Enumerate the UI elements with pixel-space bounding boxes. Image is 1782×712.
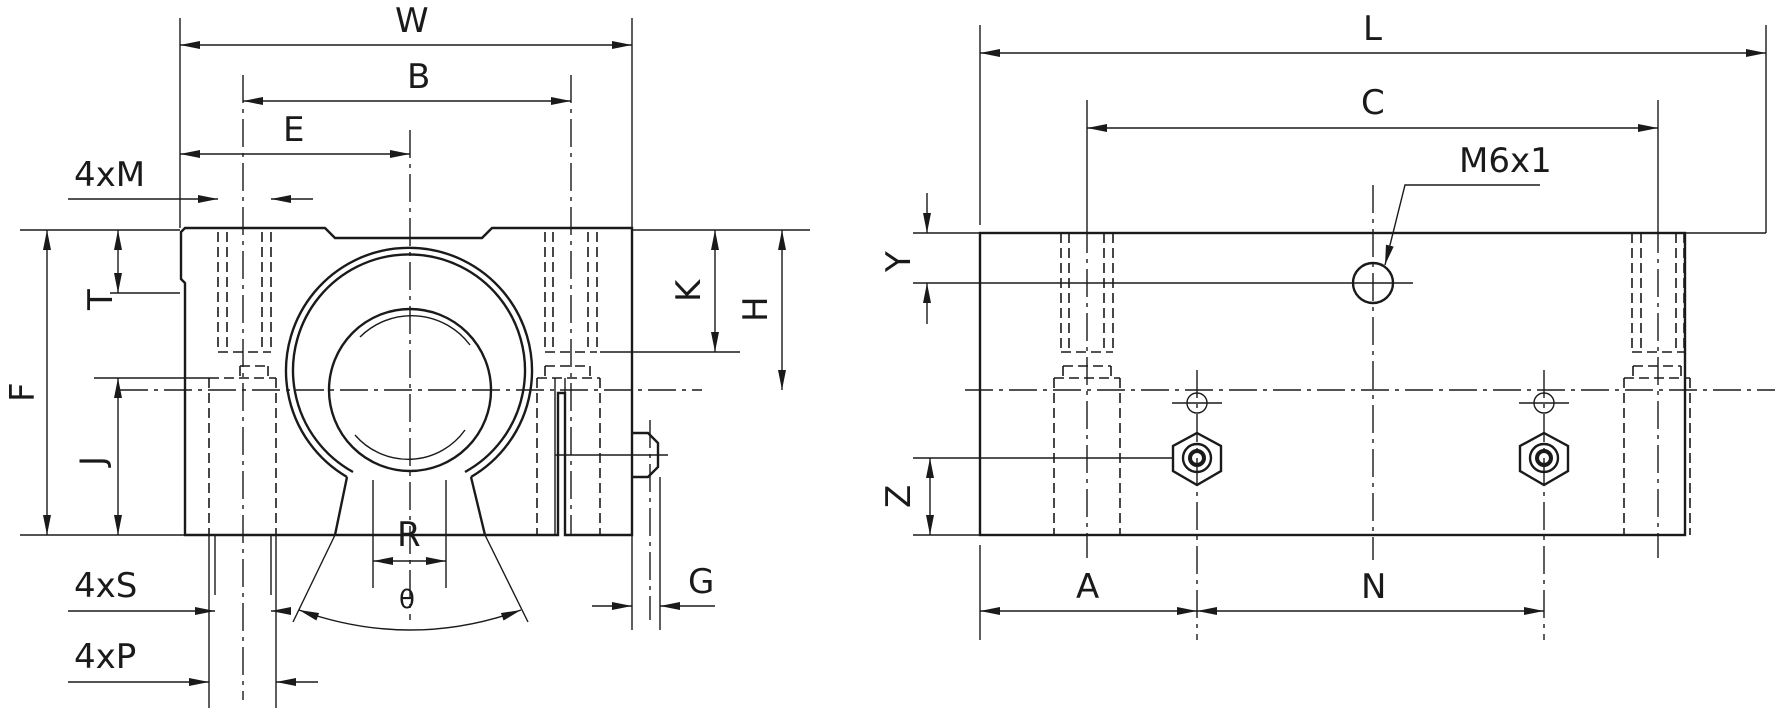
label-G: G (688, 562, 714, 602)
label-W: W (395, 1, 429, 41)
label-J: J (73, 456, 113, 468)
label-H: H (736, 296, 776, 322)
block-outline (978, 231, 1687, 537)
side-extension-lines (913, 25, 1767, 640)
label-4xS: 4xS (74, 566, 137, 606)
front-labels: W B E 4xM T K H F J R θ 4xS 4xP G (3, 1, 776, 677)
label-R: R (397, 515, 421, 555)
label-K: K (669, 278, 709, 302)
label-T: T (81, 289, 121, 311)
bearing-sleeve-lower (354, 429, 466, 461)
bearing-sleeve (359, 315, 471, 346)
through-holes (208, 365, 601, 535)
label-F: F (3, 382, 43, 402)
side-mounting-holes (1053, 233, 1691, 535)
label-B: B (407, 57, 430, 97)
side-labels: L C M6x1 Y Z A N (879, 9, 1552, 607)
upper-tapped-holes (217, 232, 598, 353)
label-Z: Z (879, 485, 919, 508)
side-centerlines (965, 185, 1775, 640)
label-M6x1: M6x1 (1459, 141, 1552, 181)
housing-outline (179, 226, 634, 537)
side-dimension-lines (923, 49, 1766, 615)
dim-theta-arc (298, 609, 522, 631)
front-dimension-lines (43, 41, 786, 686)
label-N: N (1361, 567, 1386, 607)
housing-bore-inner (291, 253, 527, 474)
label-A: A (1076, 567, 1099, 607)
clamp-screw (554, 378, 668, 535)
thread-leader (1384, 184, 1540, 266)
front-view: W B E 4xM T K H F J R θ 4xS 4xP G (3, 1, 810, 708)
side-view: L C M6x1 Y Z A N (879, 9, 1775, 640)
slot-right-wall (469, 476, 487, 536)
label-C: C (1361, 83, 1385, 123)
label-E: E (283, 110, 304, 150)
label-L: L (1363, 9, 1382, 49)
label-Y: Y (879, 251, 919, 273)
housing-bore-outer (284, 246, 534, 479)
front-centerlines (120, 75, 702, 700)
slot-left-wall (333, 476, 349, 536)
label-4xP: 4xP (74, 637, 136, 677)
label-theta: θ (399, 585, 415, 615)
front-extension-lines (20, 18, 810, 708)
label-4xM: 4xM (74, 155, 145, 195)
